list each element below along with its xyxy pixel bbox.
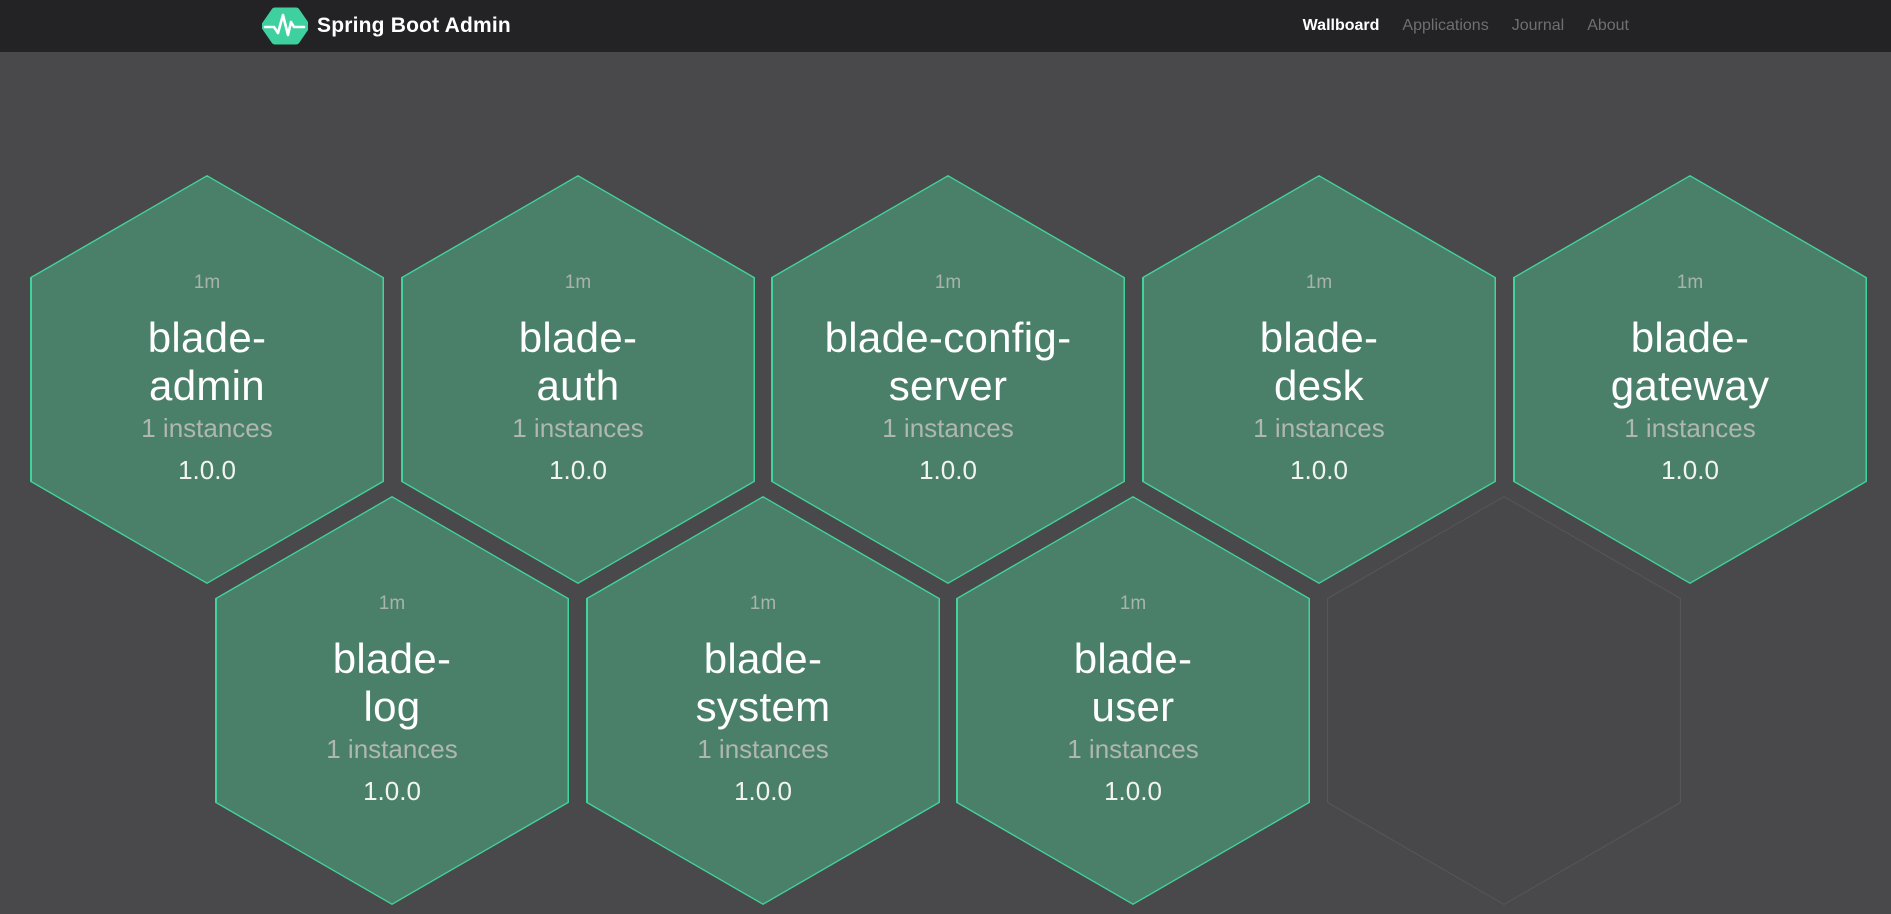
app-name-line2: system (695, 683, 831, 730)
hexagon-body (957, 497, 1309, 904)
app-version: 1.0.0 (1104, 776, 1162, 806)
app-version: 1.0.0 (549, 455, 607, 485)
app-title: Spring Boot Admin (317, 14, 511, 37)
app-name-line2: desk (1274, 362, 1364, 409)
wallboard-honeycomb: 1m blade- admin 1 instances 1.0.0 1m bla… (0, 52, 1891, 914)
app-uptime: 1m (1305, 272, 1333, 293)
app-instances-count: 1 instances (326, 734, 458, 764)
app-hexagon-blade-admin[interactable]: 1m blade- admin 1 instances 1.0.0 (30, 175, 384, 584)
hexagon-content: 1m blade- auth 1 instances 1.0.0 (401, 175, 755, 584)
nav-link-applications[interactable]: Applications (1402, 17, 1489, 34)
navbar-container: Spring Boot Admin Wallboard Applications… (262, 0, 1629, 52)
app-version: 1.0.0 (1290, 455, 1348, 485)
app-uptime: 1m (749, 593, 777, 614)
app-name-line1: blade- (703, 635, 823, 682)
hexagon-body (1143, 176, 1495, 583)
nav-link-about[interactable]: About (1587, 17, 1629, 34)
app-instances-count: 1 instances (1067, 734, 1199, 764)
nav-link-journal[interactable]: Journal (1511, 17, 1565, 34)
app-uptime: 1m (378, 593, 406, 614)
hexagon-body (31, 176, 383, 583)
app-hexagon-blade-system[interactable]: 1m blade- system 1 instances 1.0.0 (586, 496, 940, 905)
app-name-line2: gateway (1610, 362, 1770, 409)
app-instances-count: 1 instances (512, 413, 644, 443)
app-instances-count: 1 instances (697, 734, 829, 764)
hexagon-content: 1m blade- user 1 instances 1.0.0 (956, 496, 1310, 905)
app-name-line2: user (1091, 683, 1175, 730)
app-name: blade- admin (148, 314, 267, 410)
app-name-line1: blade- (147, 314, 267, 361)
app-hexagon-blade-log[interactable]: 1m blade- log 1 instances 1.0.0 (215, 496, 569, 905)
app-name-line1: blade- (1630, 314, 1750, 361)
empty-hexagon-slot (1327, 496, 1681, 905)
hexagon-body (402, 176, 754, 583)
app-name-line1: blade- (332, 635, 452, 682)
hexagon-content: 1m blade- system 1 instances 1.0.0 (586, 496, 940, 905)
hexagon-content: 1m blade- admin 1 instances 1.0.0 (30, 175, 384, 584)
app-version: 1.0.0 (919, 455, 977, 485)
hexagon-content: 1m blade- log 1 instances 1.0.0 (215, 496, 569, 905)
app-name-line2: log (363, 683, 421, 730)
top-navbar: Spring Boot Admin Wallboard Applications… (0, 0, 1891, 52)
hexagon-body (1514, 176, 1866, 583)
app-name-line1: blade- (1073, 635, 1193, 682)
app-hexagon-blade-desk[interactable]: 1m blade- desk 1 instances 1.0.0 (1142, 175, 1496, 584)
app-name: blade- user (1074, 635, 1193, 731)
app-uptime: 1m (934, 272, 962, 293)
app-name: blade- system (696, 635, 831, 731)
hexagon-content: 1m blade-config- server 1 instances 1.0.… (771, 175, 1125, 584)
brand-link[interactable]: Spring Boot Admin (262, 6, 511, 46)
hexagon-body (772, 176, 1124, 583)
app-uptime: 1m (564, 272, 592, 293)
app-uptime: 1m (1676, 272, 1704, 293)
app-name-line1: blade- (1259, 314, 1379, 361)
hexagon-content: 1m blade- gateway 1 instances 1.0.0 (1513, 175, 1867, 584)
app-version: 1.0.0 (363, 776, 421, 806)
app-uptime: 1m (193, 272, 221, 293)
app-name-line2: server (888, 362, 1008, 409)
app-name: blade- auth (519, 314, 638, 410)
app-version: 1.0.0 (734, 776, 792, 806)
app-name-line1: blade- (518, 314, 638, 361)
hexagon-body (587, 497, 939, 904)
app-hexagon-blade-auth[interactable]: 1m blade- auth 1 instances 1.0.0 (401, 175, 755, 584)
app-instances-count: 1 instances (1253, 413, 1385, 443)
app-version: 1.0.0 (1661, 455, 1719, 485)
app-name: blade- gateway (1611, 314, 1770, 410)
app-hexagon-blade-gateway[interactable]: 1m blade- gateway 1 instances 1.0.0 (1513, 175, 1867, 584)
app-name-line2: auth (536, 362, 620, 409)
app-hexagon-blade-config-server[interactable]: 1m blade-config- server 1 instances 1.0.… (771, 175, 1125, 584)
app-instances-count: 1 instances (141, 413, 273, 443)
app-instances-count: 1 instances (882, 413, 1014, 443)
hexagon-body (216, 497, 568, 904)
app-name-line2: admin (149, 362, 265, 409)
app-name: blade-config- server (825, 314, 1072, 410)
navbar-links: Wallboard Applications Journal About (1303, 17, 1629, 35)
spring-boot-admin-logo-icon (262, 7, 308, 45)
app-instances-count: 1 instances (1624, 413, 1756, 443)
app-name: blade- desk (1260, 314, 1379, 410)
hexagon-content: 1m blade- desk 1 instances 1.0.0 (1142, 175, 1496, 584)
app-uptime: 1m (1119, 593, 1147, 614)
app-name-line1: blade-config- (824, 314, 1072, 361)
nav-link-wallboard[interactable]: Wallboard (1302, 17, 1380, 34)
app-version: 1.0.0 (178, 455, 236, 485)
app-name: blade- log (333, 635, 452, 731)
app-hexagon-blade-user[interactable]: 1m blade- user 1 instances 1.0.0 (956, 496, 1310, 905)
